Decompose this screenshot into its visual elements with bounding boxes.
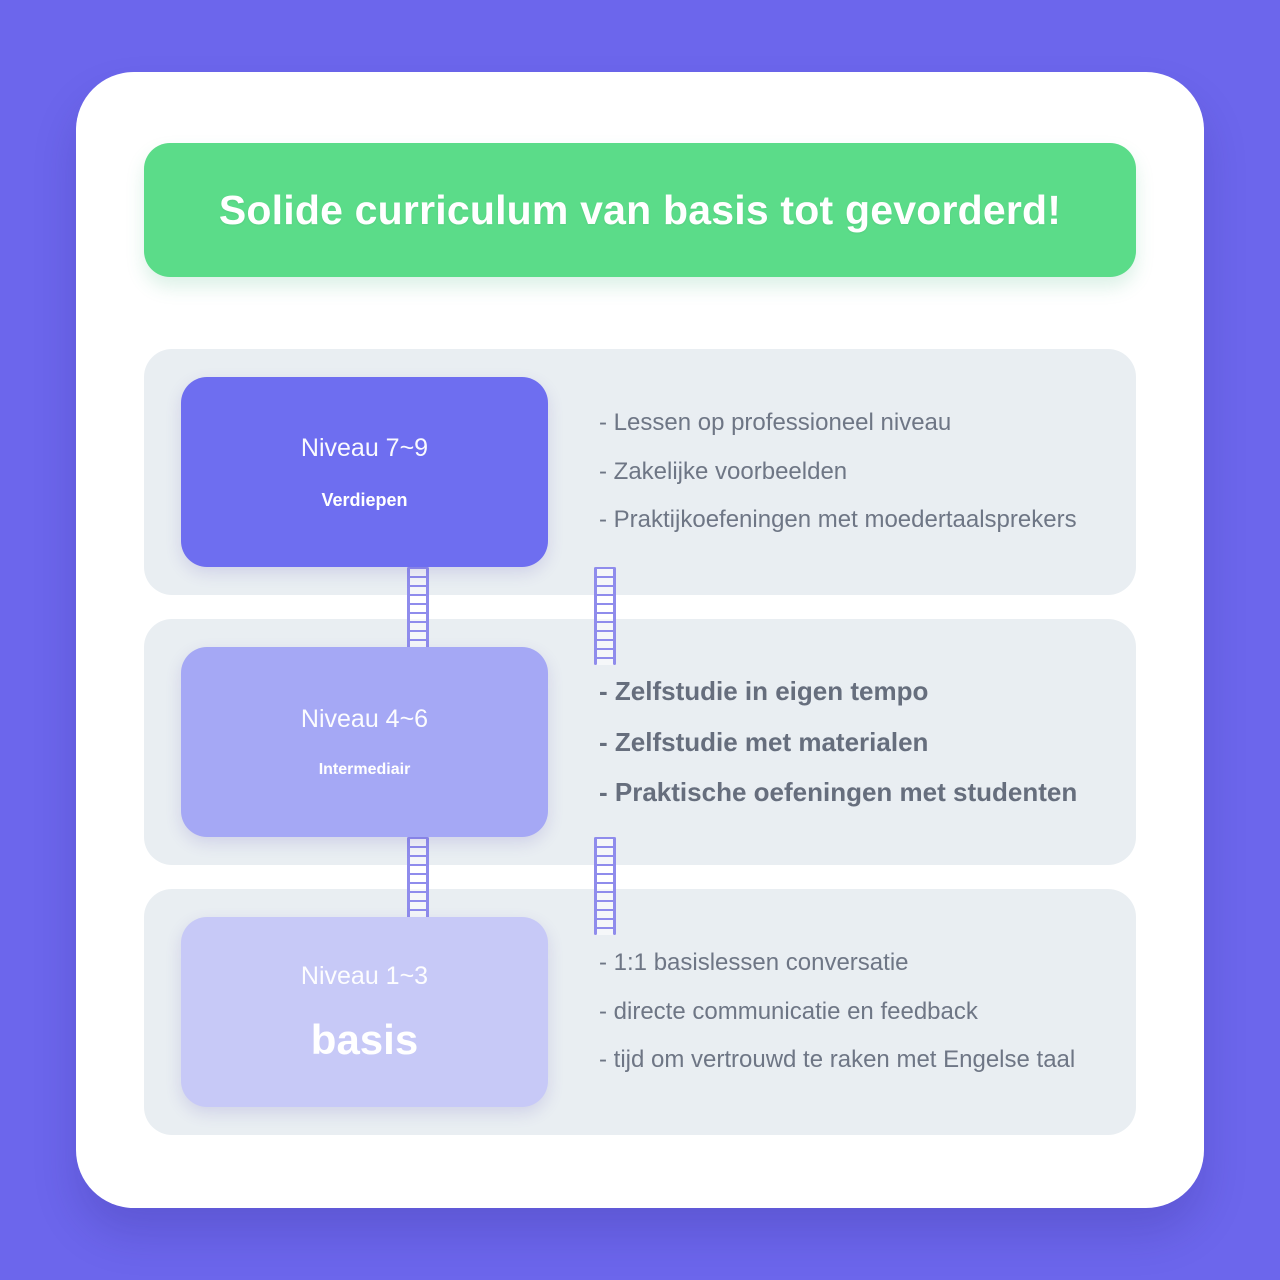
ladder-rungs [596,567,614,665]
ladder-rungs [596,837,614,935]
level-range-label: Niveau 4~6 [300,704,429,733]
list-item: - Zelfstudie in eigen tempo [599,676,929,707]
list-item: - Lessen op professioneel niveau [599,409,952,437]
ladder-rail-right [426,837,429,935]
list-item: - Zelfstudie met materialen [599,726,929,757]
list-item: - 1:1 basislessen conversatie [599,949,909,977]
ladder-rungs [409,837,427,935]
ladder-rail-right [426,567,429,665]
list-item: - tijd om vertrouwd te raken met Engelse… [599,1046,1076,1074]
level-bullets-advanced: - Lessen op professioneel niveau - Zakel… [599,349,1119,595]
level-card-advanced[interactable]: Niveau 7~9 Verdiepen [181,377,548,567]
ladder-rail-left [594,567,597,665]
ladder-rail-right [613,567,616,665]
list-item: - Praktijkoefeningen met moedertaalsprek… [599,506,1077,534]
list-item: - Praktische oefeningen met studenten [599,777,1078,808]
level-section-intermediate: Niveau 4~6 Intermediair - Zelfstudie in … [144,619,1136,865]
level-range-label: Niveau 7~9 [300,433,429,462]
ladder-icon [407,837,429,935]
curriculum-levels: Niveau 7~9 Verdiepen - Lessen op profess… [144,349,1136,1159]
level-name-label: basis [310,1015,419,1063]
ladder-rungs [409,567,427,665]
ladder-rail-left [407,567,410,665]
ladder-rail-left [594,837,597,935]
level-bullets-basic: - 1:1 basislessen conversatie - directe … [599,889,1119,1135]
level-range-label: Niveau 1~3 [300,961,429,990]
level-section-advanced: Niveau 7~9 Verdiepen - Lessen op profess… [144,349,1136,595]
list-item: - directe communicatie en feedback [599,997,978,1025]
ladder-rail-right [613,837,616,935]
page-title: Solide curriculum van basis tot gevorder… [218,186,1062,233]
ladder-icon [594,567,616,665]
list-item: - Zakelijke voorbeelden [599,457,848,485]
level-bullets-intermediate: - Zelfstudie in eigen tempo - Zelfstudie… [599,619,1119,865]
ladder-icon [594,837,616,935]
ladder-rail-left [407,837,410,935]
ladder-icon [407,567,429,665]
level-section-basic: Niveau 1~3 basis - 1:1 basislessen conve… [144,889,1136,1135]
level-card-intermediate[interactable]: Niveau 4~6 Intermediair [181,647,548,837]
level-name-label: Verdiepen [321,489,408,510]
level-card-basic[interactable]: Niveau 1~3 basis [181,917,548,1107]
banner: Solide curriculum van basis tot gevorder… [144,143,1136,277]
level-name-label: Intermediair [318,760,411,778]
main-card: Solide curriculum van basis tot gevorder… [76,72,1204,1208]
